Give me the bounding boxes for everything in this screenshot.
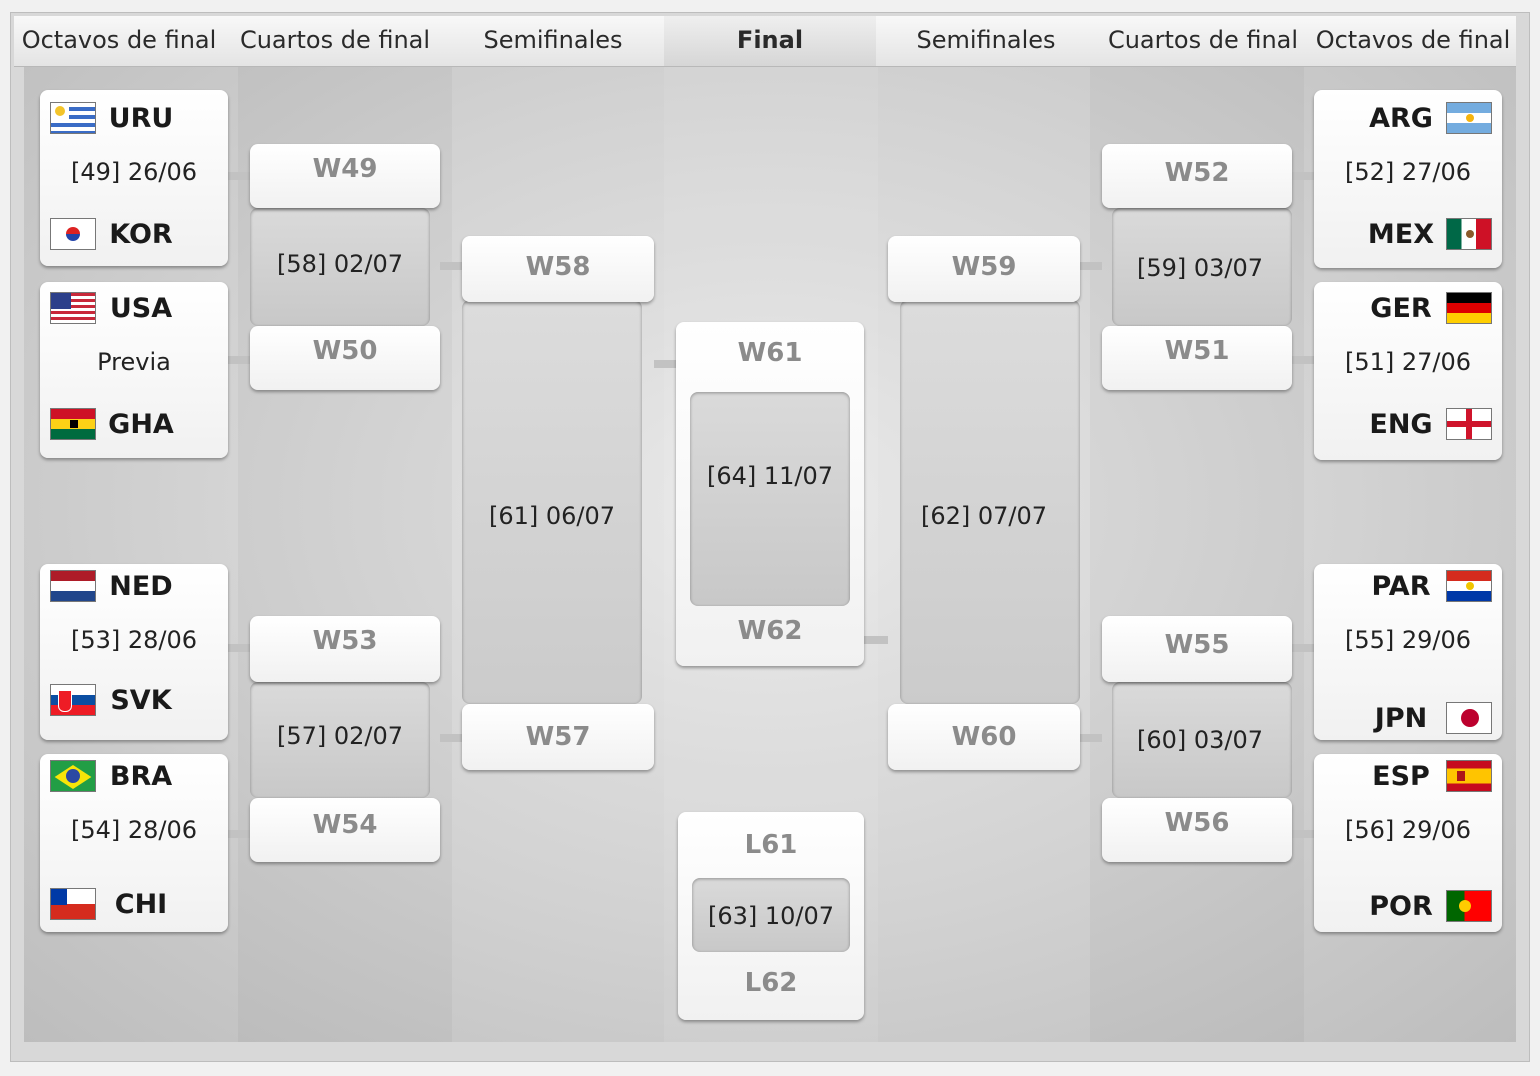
third-place-match-date: [63] 10/07: [707, 902, 835, 930]
slot-label: W56: [1164, 808, 1230, 838]
match-date: [55] 29/06: [1344, 626, 1472, 654]
team-code: POR: [1369, 890, 1433, 922]
third-place-slot-top: L61: [744, 830, 798, 860]
slot-label: W59: [951, 252, 1017, 282]
usa-flag-icon: [50, 292, 96, 324]
sf-slot-w58[interactable]: W58: [462, 236, 654, 302]
eng-flag-icon: [1446, 408, 1492, 440]
sf-slot-w57[interactable]: W57: [462, 704, 654, 770]
slot-label: W58: [525, 252, 591, 282]
svk-flag-icon: [50, 684, 96, 716]
gha-flag-icon: [50, 408, 96, 440]
qf-slot-w50[interactable]: W50: [250, 326, 440, 390]
final-date-well: [690, 392, 850, 606]
header-octavos-left: Octavos de final: [21, 26, 217, 54]
team-code: GHA: [108, 408, 174, 440]
header-cuartos-right: Cuartos de final: [1107, 26, 1299, 54]
r16-match-card-par-jpn[interactable]: PAR [55] 29/06 JPN: [1314, 564, 1502, 740]
header-cuartos-left: Cuartos de final: [239, 26, 431, 54]
team-code: URU: [108, 102, 174, 134]
final-slot-bottom: W62: [737, 616, 803, 646]
qf-match-date: [60] 03/07: [1136, 726, 1264, 754]
final-match-date: [64] 11/07: [706, 462, 834, 490]
slot-label: W53: [312, 626, 378, 656]
qf-slot-w52[interactable]: W52: [1102, 144, 1292, 208]
bra-flag-icon: [50, 760, 96, 792]
team-code: BRA: [109, 760, 173, 792]
header-final: Final: [664, 16, 876, 66]
sf-slot-w59[interactable]: W59: [888, 236, 1080, 302]
team-code: NED: [109, 570, 173, 602]
team-code: SVK: [110, 684, 172, 716]
team-code: ENG: [1369, 408, 1433, 440]
qf-slot-w56[interactable]: W56: [1102, 798, 1292, 862]
qf-slot-w55[interactable]: W55: [1102, 616, 1292, 682]
team-code: CHI: [114, 888, 168, 920]
slot-label: W50: [312, 336, 378, 366]
jpn-flag-icon: [1446, 702, 1492, 734]
header-octavos-right: Octavos de final: [1315, 26, 1511, 54]
qf-slot-w51[interactable]: W51: [1102, 326, 1292, 390]
kor-flag-icon: [50, 218, 96, 250]
header-semis-right: Semifinales: [916, 26, 1056, 54]
esp-flag-icon: [1446, 760, 1492, 792]
team-code: GER: [1370, 292, 1432, 324]
third-place-match-card[interactable]: L61 [63] 10/07 L62: [678, 812, 864, 1020]
ned-flag-icon: [50, 570, 96, 602]
team-code: ARG: [1369, 102, 1433, 134]
match-date: [51] 27/06: [1344, 348, 1472, 376]
qf-slot-w49[interactable]: W49: [250, 144, 440, 208]
par-flag-icon: [1446, 570, 1492, 602]
sf-match-date: [62] 07/07: [920, 502, 1048, 530]
round-header-bar: Octavos de final Cuartos de final Semifi…: [14, 16, 1516, 67]
match-date: [53] 28/06: [70, 626, 198, 654]
qf-match-date: [57] 02/07: [276, 722, 404, 750]
match-status[interactable]: Previa: [97, 348, 171, 376]
slot-label: W52: [1164, 158, 1230, 188]
match-date: [54] 28/06: [70, 816, 198, 844]
third-place-slot-bottom: L62: [744, 968, 798, 998]
r16-match-card-esp-por[interactable]: ESP [56] 29/06 POR: [1314, 754, 1502, 932]
match-date: [56] 29/06: [1344, 816, 1472, 844]
slot-label: W55: [1164, 630, 1230, 660]
final-match-card[interactable]: W61 [64] 11/07 W62: [676, 322, 864, 666]
r16-match-card-ger-eng[interactable]: GER [51] 27/06 ENG: [1314, 282, 1502, 460]
team-code: ESP: [1372, 760, 1430, 792]
slot-label: W57: [525, 722, 591, 752]
team-code: KOR: [109, 218, 173, 250]
qf-slot-w53[interactable]: W53: [250, 616, 440, 682]
sf-match-date: [61] 06/07: [488, 502, 616, 530]
r16-match-card-bra-chi[interactable]: BRA [54] 28/06 CHI: [40, 754, 228, 932]
uru-flag-icon: [50, 102, 96, 134]
r16-match-card-usa-gha[interactable]: USA Previa GHA: [40, 282, 228, 458]
qf-slot-w54[interactable]: W54: [250, 798, 440, 862]
r16-match-card-arg-mex[interactable]: ARG [52] 27/06 MEX: [1314, 90, 1502, 268]
chi-flag-icon: [50, 888, 96, 920]
third-place-date-well: [692, 878, 850, 952]
match-date: [49] 26/06: [70, 158, 198, 186]
match-date: [52] 27/06: [1344, 158, 1472, 186]
qf-match-date: [59] 03/07: [1136, 254, 1264, 282]
r16-match-card-uru-kor[interactable]: URU [49] 26/06 KOR: [40, 90, 228, 266]
team-code: JPN: [1374, 702, 1428, 734]
arg-flag-icon: [1446, 102, 1492, 134]
slot-label: W51: [1164, 336, 1230, 366]
mex-flag-icon: [1446, 218, 1492, 250]
final-slot-top: W61: [737, 338, 803, 368]
sf-slot-w60[interactable]: W60: [888, 704, 1080, 770]
team-code: MEX: [1367, 218, 1435, 250]
qf-match-date: [58] 02/07: [276, 250, 404, 278]
header-semis-left: Semifinales: [483, 26, 623, 54]
slot-label: W60: [951, 722, 1017, 752]
team-code: PAR: [1371, 570, 1431, 602]
ger-flag-icon: [1446, 292, 1492, 324]
slot-label: W49: [312, 154, 378, 184]
por-flag-icon: [1446, 890, 1492, 922]
slot-label: W54: [312, 810, 378, 840]
r16-match-card-ned-svk[interactable]: NED [53] 28/06 SVK: [40, 564, 228, 740]
team-code: USA: [109, 292, 173, 324]
